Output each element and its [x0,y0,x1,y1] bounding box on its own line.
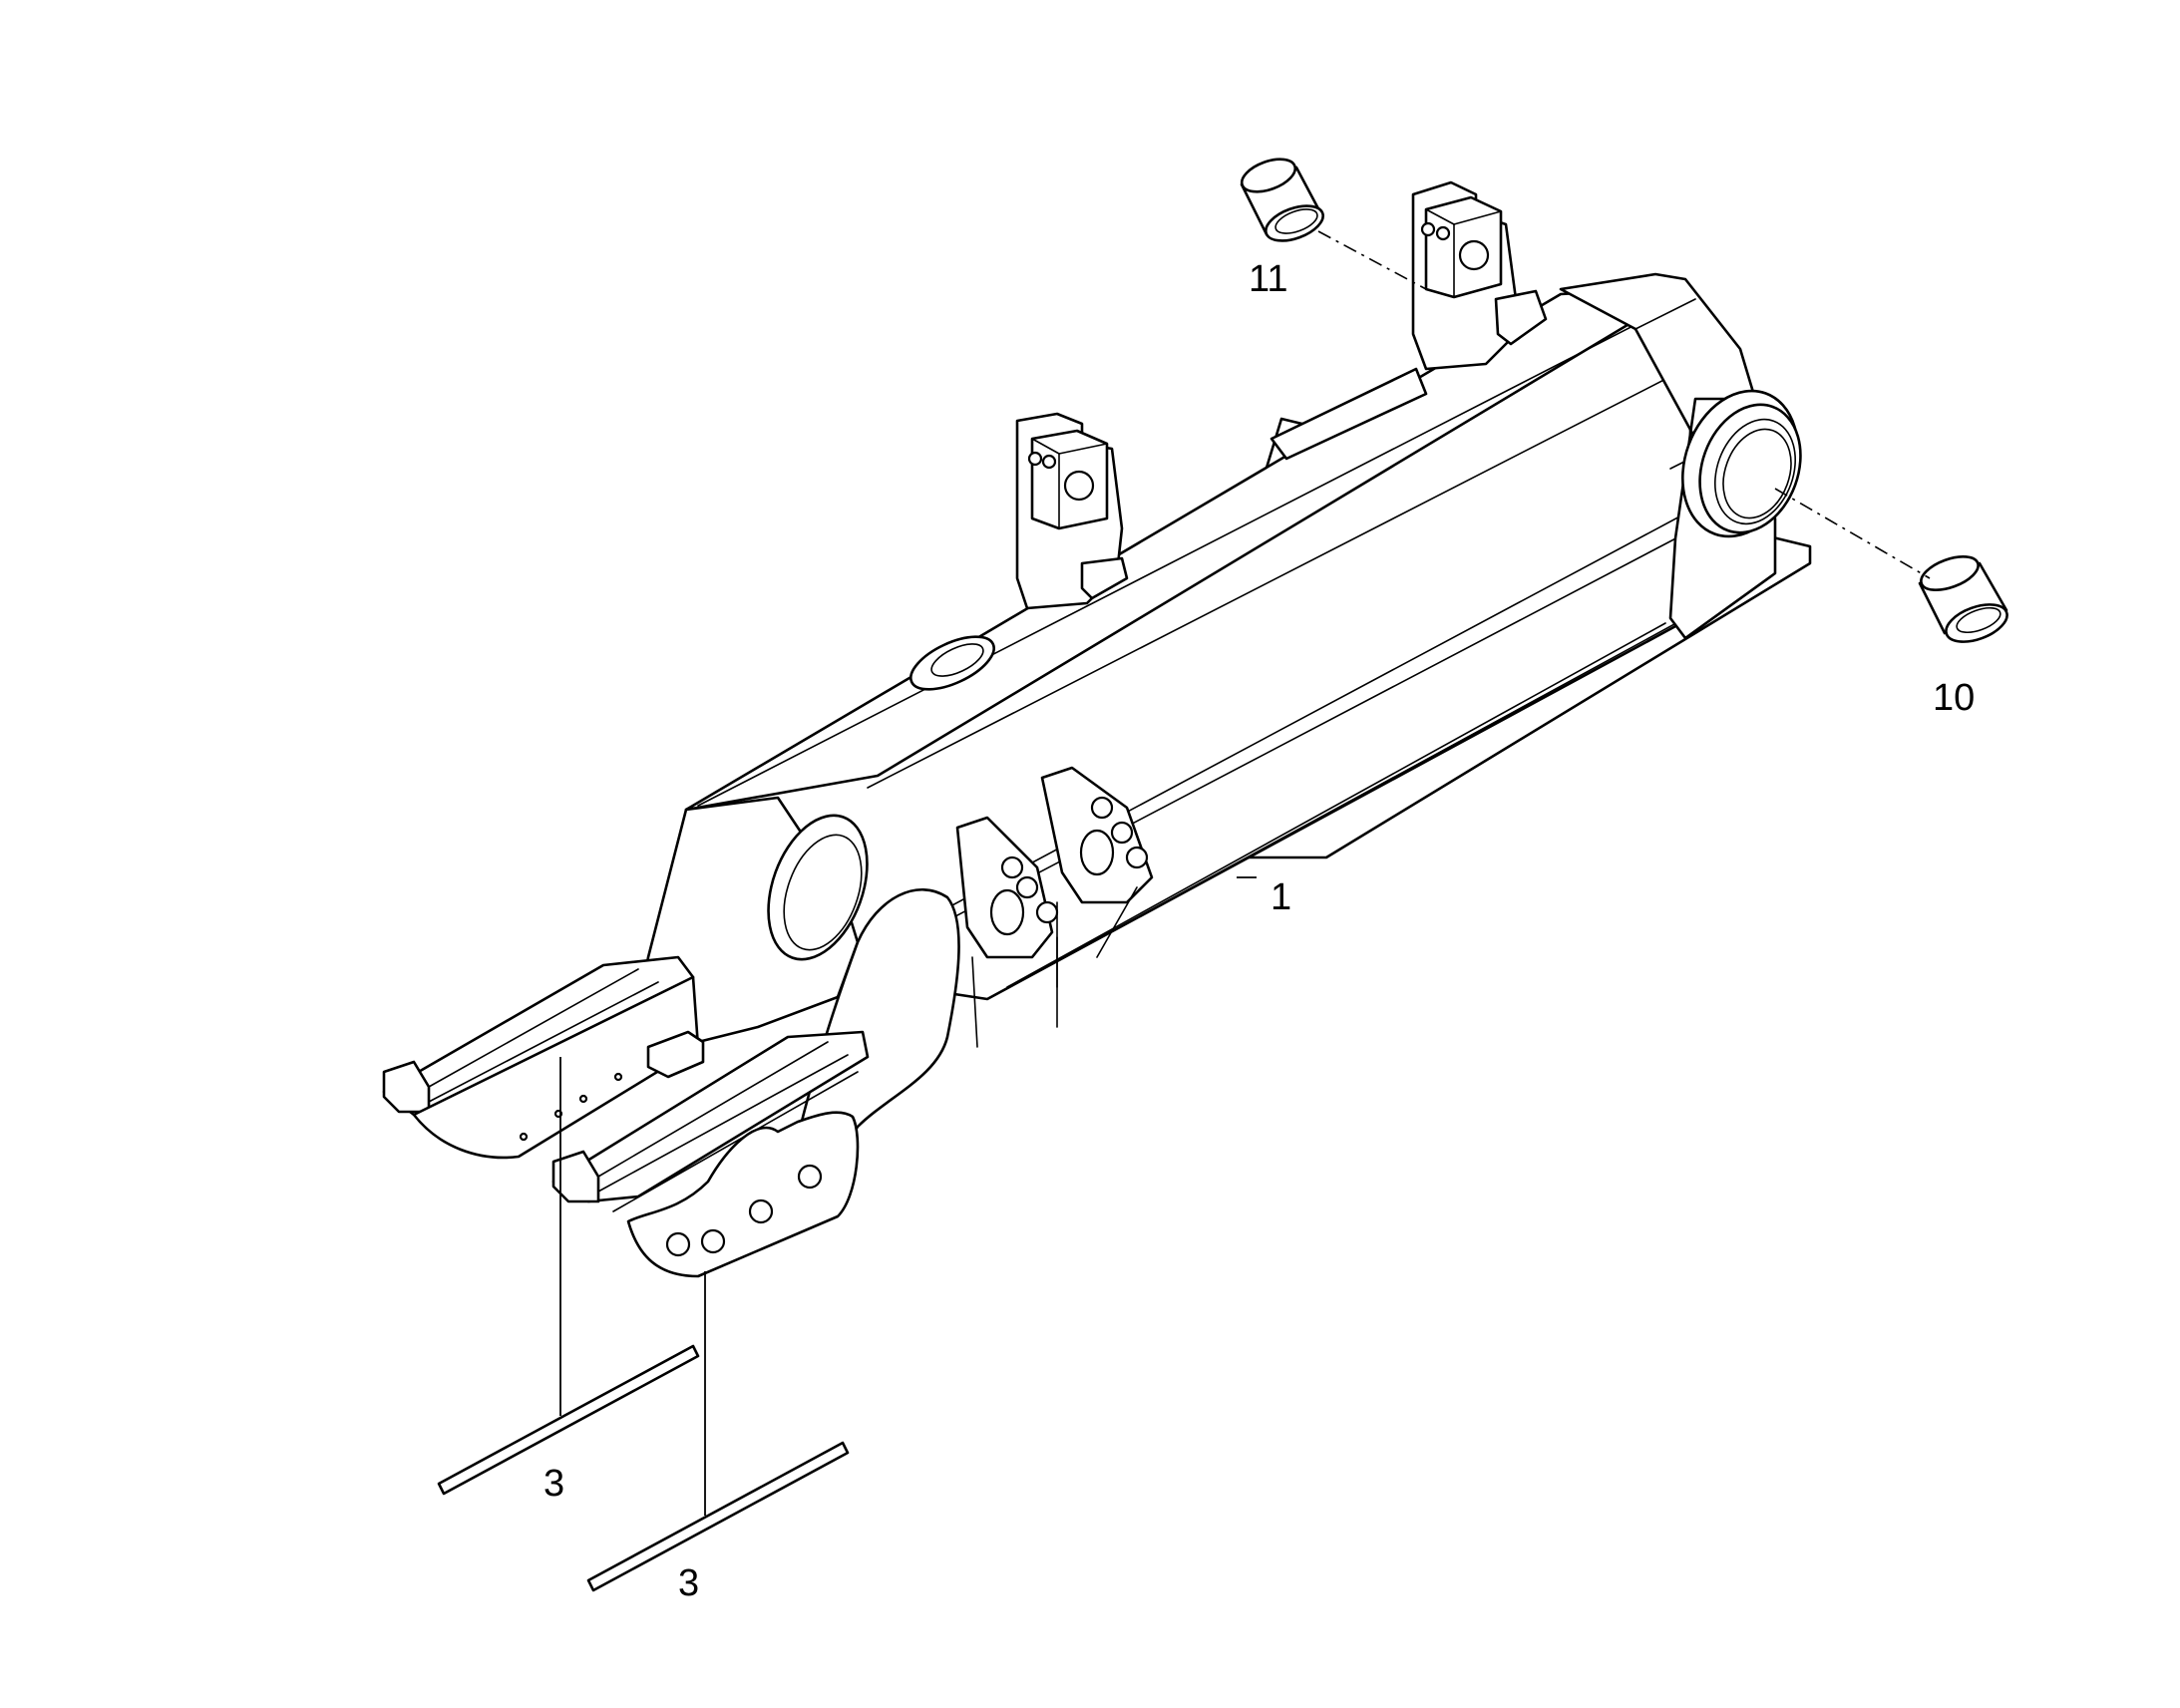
wear-strip-part-3b [586,1441,850,1592]
wear-strip-part-3a [437,1344,700,1496]
boom-body-part-1 [382,180,1812,1278]
callout-3a: 3 [544,1463,564,1505]
bushing-part-10 [1918,555,2008,643]
callout-1: 1 [1271,876,1291,918]
callout-3b: 3 [678,1562,699,1604]
assembly-line-10 [1774,488,1931,579]
callout-11: 11 [1249,258,1287,300]
assembly-line-11 [1317,230,1427,290]
bushing-part-11 [1240,158,1324,242]
callout-10: 10 [1933,677,1975,719]
